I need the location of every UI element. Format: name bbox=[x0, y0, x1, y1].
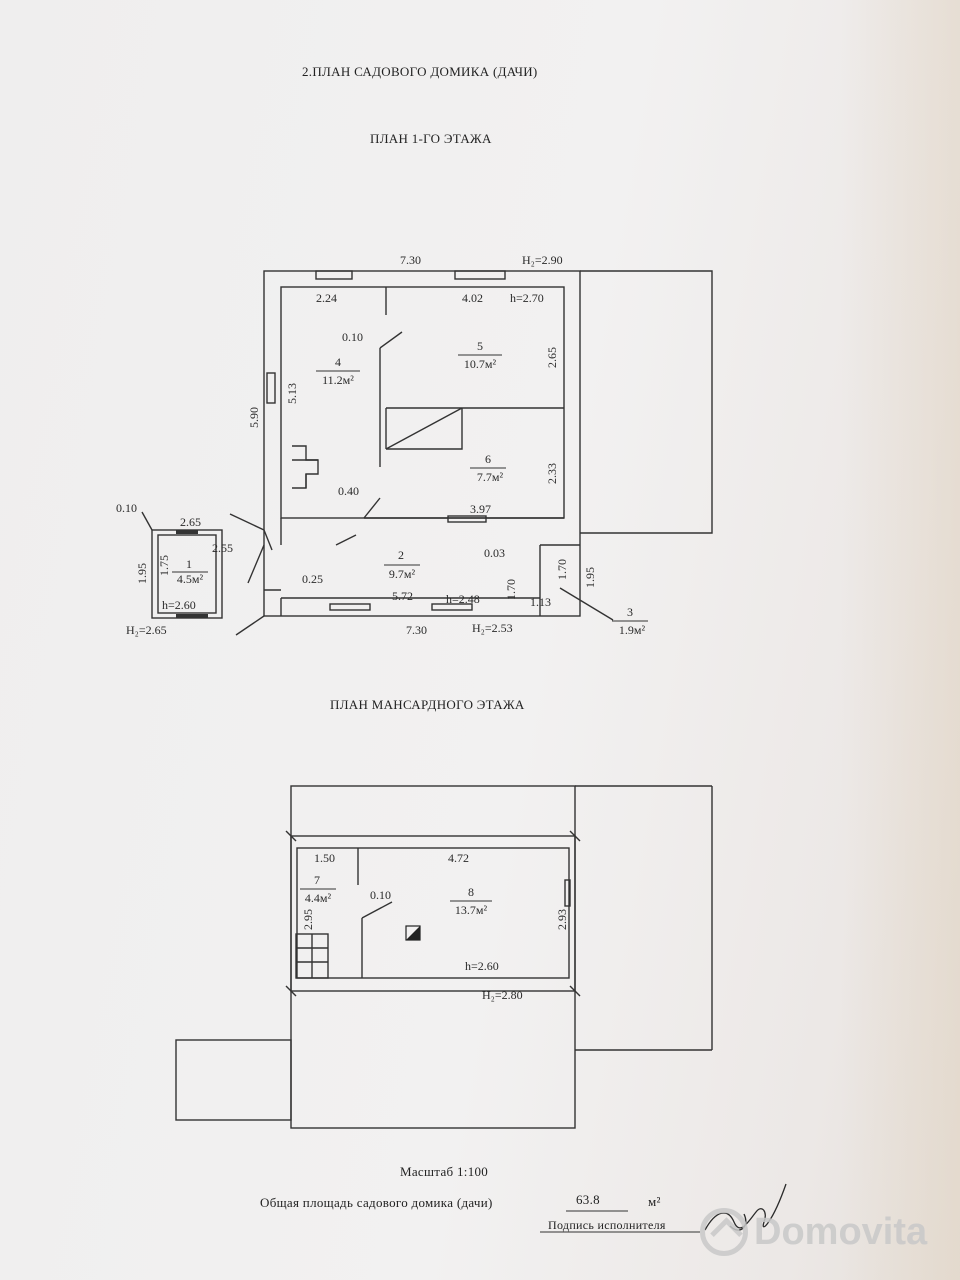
svg-text:10.7м²: 10.7м² bbox=[464, 357, 497, 371]
svg-text:4.4м²: 4.4м² bbox=[305, 891, 332, 905]
svg-text:7.7м²: 7.7м² bbox=[477, 470, 504, 484]
dim-label: 0.10 bbox=[342, 330, 363, 344]
dim-label: h=2.48 bbox=[446, 592, 480, 606]
dim-label: H₂=2.53 bbox=[472, 621, 513, 635]
main-title: 2.ПЛАН САДОВОГО ДОМИКА (ДАЧИ) bbox=[302, 64, 538, 79]
dim-label: 2.93 bbox=[555, 909, 569, 930]
total-area-value: 63.8 bbox=[576, 1192, 600, 1207]
window bbox=[454, 270, 506, 280]
svg-text:1: 1 bbox=[186, 557, 192, 571]
dim-label: 4.72 bbox=[448, 851, 469, 865]
total-area-label: Общая площадь садового домика (дачи) bbox=[260, 1195, 493, 1210]
svg-text:6: 6 bbox=[485, 452, 491, 466]
dim-label: 1.70 bbox=[555, 559, 569, 580]
domovita-watermark: Domovita bbox=[700, 1208, 927, 1256]
room-label-4: 4 11.2м² bbox=[316, 355, 360, 387]
dim-label: h=2.70 bbox=[510, 291, 544, 305]
svg-text:9.7м²: 9.7м² bbox=[389, 567, 416, 581]
floor1-outer-wall bbox=[263, 270, 581, 617]
dim-label: H₂=2.80 bbox=[482, 988, 523, 1002]
room-label-7: 7 4.4м² bbox=[300, 873, 336, 905]
dim-label: h=2.60 bbox=[465, 959, 499, 973]
dim-label: H₂=2.90 bbox=[522, 253, 563, 267]
dim-label: H₂=2.65 bbox=[126, 623, 167, 637]
dim-label: 5.72 bbox=[392, 589, 413, 603]
attic-title: ПЛАН МАНСАРДНОГО ЭТАЖА bbox=[330, 697, 525, 712]
dim-label: 0.40 bbox=[338, 484, 359, 498]
dim-label: 1.95 bbox=[135, 563, 149, 584]
room-label-2: 2 9.7м² bbox=[384, 548, 420, 581]
svg-text:4: 4 bbox=[335, 355, 341, 369]
window bbox=[266, 372, 276, 404]
floor1-title: ПЛАН 1-ГО ЭТАЖА bbox=[370, 131, 492, 146]
room-label-1: 1 4.5м² bbox=[172, 557, 208, 586]
signature-label: Подпись исполнителя bbox=[548, 1218, 666, 1232]
dim-label: 0.10 bbox=[370, 888, 391, 902]
domovita-logo-icon bbox=[700, 1208, 748, 1256]
svg-text:7: 7 bbox=[314, 873, 320, 887]
attic-inner-wall bbox=[296, 847, 570, 979]
paper-shadow bbox=[840, 0, 960, 1280]
room-label-8: 8 13.7м² bbox=[450, 885, 492, 917]
dim-label: 7.30 bbox=[406, 623, 427, 637]
svg-text:13.7м²: 13.7м² bbox=[455, 903, 488, 917]
watermark-brand: Domovita bbox=[754, 1210, 928, 1253]
room-label-6: 6 7.7м² bbox=[470, 452, 506, 484]
svg-text:1.9м²: 1.9м² bbox=[619, 623, 646, 637]
dim-label: 1.75 bbox=[157, 555, 171, 576]
dim-label: h=2.60 bbox=[162, 598, 196, 612]
dim-label: 4.02 bbox=[462, 291, 483, 305]
dim-label: 0.10 bbox=[116, 501, 137, 515]
dim-label: 2.65 bbox=[180, 515, 201, 529]
svg-text:11.2м²: 11.2м² bbox=[322, 373, 354, 387]
dim-label: 0.03 bbox=[484, 546, 505, 560]
floor1-roof-outline bbox=[580, 270, 713, 534]
dim-label: 5.90 bbox=[247, 407, 261, 428]
dim-label: 2.95 bbox=[301, 909, 315, 930]
scale-label: Масштаб 1:100 bbox=[400, 1164, 489, 1179]
room-label-3: 3 1.9м² bbox=[612, 605, 648, 637]
dim-label: 2.24 bbox=[316, 291, 337, 305]
dim-label: 1.70 bbox=[504, 579, 518, 600]
dim-label: 0.25 bbox=[302, 572, 323, 586]
dim-label: 2.55 bbox=[212, 541, 233, 555]
attic-roof-outline bbox=[290, 785, 576, 1129]
dim-label: 2.33 bbox=[545, 463, 559, 484]
dim-label: 2.65 bbox=[545, 347, 559, 368]
svg-text:4.5м²: 4.5м² bbox=[177, 572, 204, 586]
room-label-5: 5 10.7м² bbox=[458, 339, 502, 371]
window bbox=[315, 270, 353, 280]
floor1-inner-wall bbox=[280, 286, 565, 519]
dim-label: 1.95 bbox=[583, 567, 597, 588]
dim-label: 7.30 bbox=[400, 253, 421, 267]
dim-label: 1.13 bbox=[530, 595, 551, 609]
svg-text:8: 8 bbox=[468, 885, 474, 899]
dim-label: 3.97 bbox=[470, 502, 491, 516]
svg-text:5: 5 bbox=[477, 339, 483, 353]
svg-text:3: 3 bbox=[627, 605, 633, 619]
dim-label: 1.50 bbox=[314, 851, 335, 865]
total-area-unit: м² bbox=[648, 1194, 661, 1209]
svg-text:2: 2 bbox=[398, 548, 404, 562]
dim-label: 5.13 bbox=[285, 383, 299, 404]
